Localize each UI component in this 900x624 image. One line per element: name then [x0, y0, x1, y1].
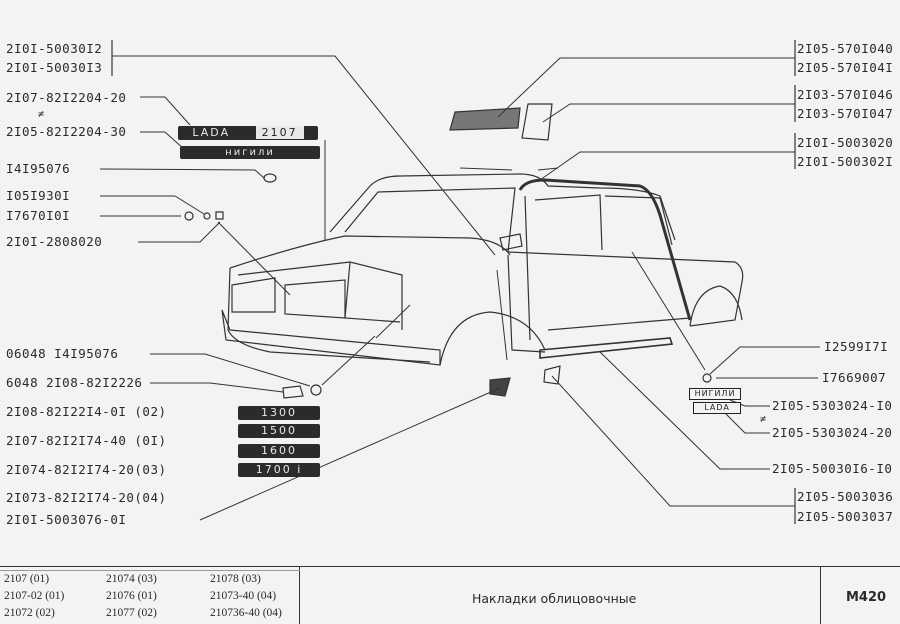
model-code: 21076 (01) [106, 590, 157, 602]
alternative-mark: ≠ [760, 414, 767, 425]
badge-1300: 1300 [238, 406, 320, 420]
model-code: 2107-02 (01) [4, 590, 65, 602]
part-label: 2I05-5303024-I0 [772, 398, 893, 413]
part-label: 2I05-50030I6-I0 [772, 461, 893, 476]
small-nigmili-badge: НИГИЛИ [689, 388, 741, 400]
part-label: I4I95076 [6, 161, 71, 176]
part-label: 2I0I-50030I2 [6, 41, 103, 56]
model-code: 21078 (03) [210, 573, 261, 585]
model-code: 21074 (03) [106, 573, 157, 585]
badge-1500: 1500 [238, 424, 320, 438]
part-label: I05I930I [6, 188, 71, 203]
part-label: 2I03-570I047 [797, 106, 894, 121]
part-label: 2I05-5303024-20 [772, 425, 893, 440]
model-code: 210736-40 (04) [210, 607, 282, 619]
alternative-mark: ≠ [38, 109, 45, 120]
part-label: 2I05-570I04I [797, 60, 894, 75]
part-label: 06048 I4I95076 [6, 346, 119, 361]
model-code: 2107 (01) [4, 573, 50, 585]
part-label: 2I0I-5003076-0I [6, 512, 127, 527]
part-label: I2599I7I [824, 339, 889, 354]
part-label: 6048 2I08-82I2226 [6, 375, 143, 390]
part-label: 2I07-82I2I74-40 (0I) [6, 433, 167, 448]
part-label: 2I03-570I046 [797, 87, 894, 102]
badge-1600: 1600 [238, 444, 320, 458]
leader-lines [99, 55, 820, 521]
part-label: 2I074-82I2I74-20(03) [6, 462, 167, 477]
part-label: 2I073-82I2I74-20(04) [6, 490, 167, 505]
model-code: 21073-40 (04) [210, 590, 277, 602]
small-lada-badge: LADA [693, 402, 741, 414]
part-label: 2I05-82I2204-30 [6, 124, 127, 139]
footer: 2107 (01) 2107-02 (01) 21072 (02) 21074 … [0, 566, 900, 624]
parts-diagram [99, 40, 820, 524]
part-label: 2I05-5003036 [797, 489, 894, 504]
part-label: 2I0I-50030I3 [6, 60, 103, 75]
page-title: Накладки облицовочные [472, 591, 637, 606]
part-label: 2I0I-5003020 [797, 135, 894, 150]
model-code: 21072 (02) [4, 607, 55, 619]
part-label: 2I05-570I040 [797, 41, 894, 56]
part-label: I7670I0I [6, 208, 71, 223]
part-label: 2I08-82I22I4-0I (02) [6, 404, 167, 419]
model-code: 21077 (02) [106, 607, 157, 619]
badge-text: LADA [192, 126, 231, 139]
part-label: 2I0I-2808020 [6, 234, 103, 249]
part-label: 2I07-82I2204-20 [6, 90, 127, 105]
label-brackets [111, 40, 796, 524]
small-parts [184, 103, 712, 399]
nigmili-badge: нигили [180, 146, 320, 159]
part-label: 2I0I-500302I [797, 154, 894, 169]
car-outline [221, 173, 744, 366]
page-code: М420 [846, 590, 887, 605]
badge-1700i: 1700 i [238, 463, 320, 477]
lada-2107-badge: LADA 2107 [178, 126, 318, 140]
badge-text: 2107 [255, 126, 304, 139]
part-label: I7669007 [822, 370, 887, 385]
part-label: 2I05-5003037 [797, 509, 894, 524]
